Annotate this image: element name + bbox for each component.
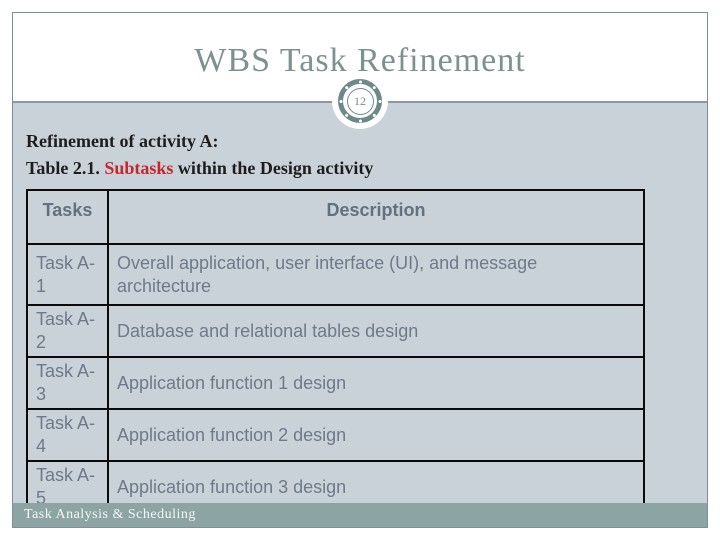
ring-notch (358, 80, 362, 83)
description-cell: Database and relational tables design (107, 304, 645, 358)
description-cell: Application function 2 design (107, 408, 645, 462)
task-cell: Task A-3 (26, 356, 109, 410)
description-cell: Overall application, user interface (UI)… (107, 243, 645, 306)
table-row: Task A-1 Overall application, user inter… (26, 243, 645, 306)
intro-line-1: Refinement of activity A: (26, 131, 219, 151)
description-cell: Application function 1 design (107, 356, 645, 410)
caption-prefix: Table 2.1. (26, 158, 105, 178)
task-cell: Task A-1 (26, 243, 109, 306)
ring-notch (378, 99, 381, 103)
table-caption: Table 2.1. Subtasks within the Design ac… (26, 155, 373, 182)
table-row: Task A-2 Database and relational tables … (26, 304, 645, 358)
slide-title: WBS Task Refinement (194, 42, 526, 79)
column-header-tasks: Tasks (26, 189, 109, 245)
table-header-row: Tasks Description (26, 189, 645, 245)
ring-notch (371, 112, 376, 117)
subtasks-table-container: Tasks Description Task A-1 Overall appli… (26, 189, 645, 514)
task-cell: Task A-2 (26, 304, 109, 358)
page-number-ring: 12 (338, 79, 382, 123)
caption-suffix: within the Design activity (173, 158, 374, 178)
table-row: Task A-4 Application function 2 design (26, 408, 645, 462)
ring-notch (344, 112, 349, 117)
caption-highlight: Subtasks (104, 158, 174, 178)
slide: WBS Task Refinement 12 Refinement of act… (12, 12, 708, 528)
footer-text: Task Analysis & Scheduling (24, 507, 196, 522)
ring-notch (371, 85, 376, 90)
page-number-medallion: 12 (332, 73, 388, 129)
ring-notch (344, 85, 349, 90)
ring-notch (339, 99, 342, 103)
table-row: Task A-3 Application function 1 design (26, 356, 645, 410)
ring-notch (358, 119, 362, 122)
task-cell: Task A-4 (26, 408, 109, 462)
column-header-description: Description (107, 189, 645, 245)
footer-bar: Task Analysis & Scheduling (13, 503, 707, 527)
subtasks-table: Tasks Description Task A-1 Overall appli… (26, 189, 645, 514)
page-number: 12 (346, 87, 374, 115)
intro-text: Refinement of activity A: Table 2.1. Sub… (26, 128, 373, 182)
